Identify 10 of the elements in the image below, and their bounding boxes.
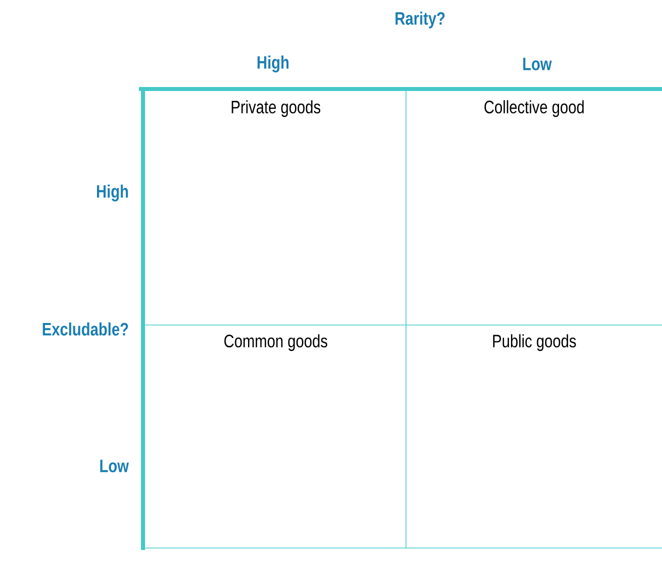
grid-cell: Public goods bbox=[493, 334, 576, 351]
column-header: High bbox=[258, 56, 288, 72]
row-header: Low bbox=[100, 460, 129, 472]
row-header: High bbox=[97, 184, 128, 202]
column-header: Low bbox=[523, 58, 552, 70]
grid-cell: Collective good bbox=[484, 100, 584, 117]
axis-title: Excludable? bbox=[42, 322, 128, 336]
axis-title: Rarity? bbox=[396, 12, 445, 28]
grid-cell: Private goods bbox=[232, 100, 320, 117]
grid-cell: Common goods bbox=[224, 334, 328, 351]
